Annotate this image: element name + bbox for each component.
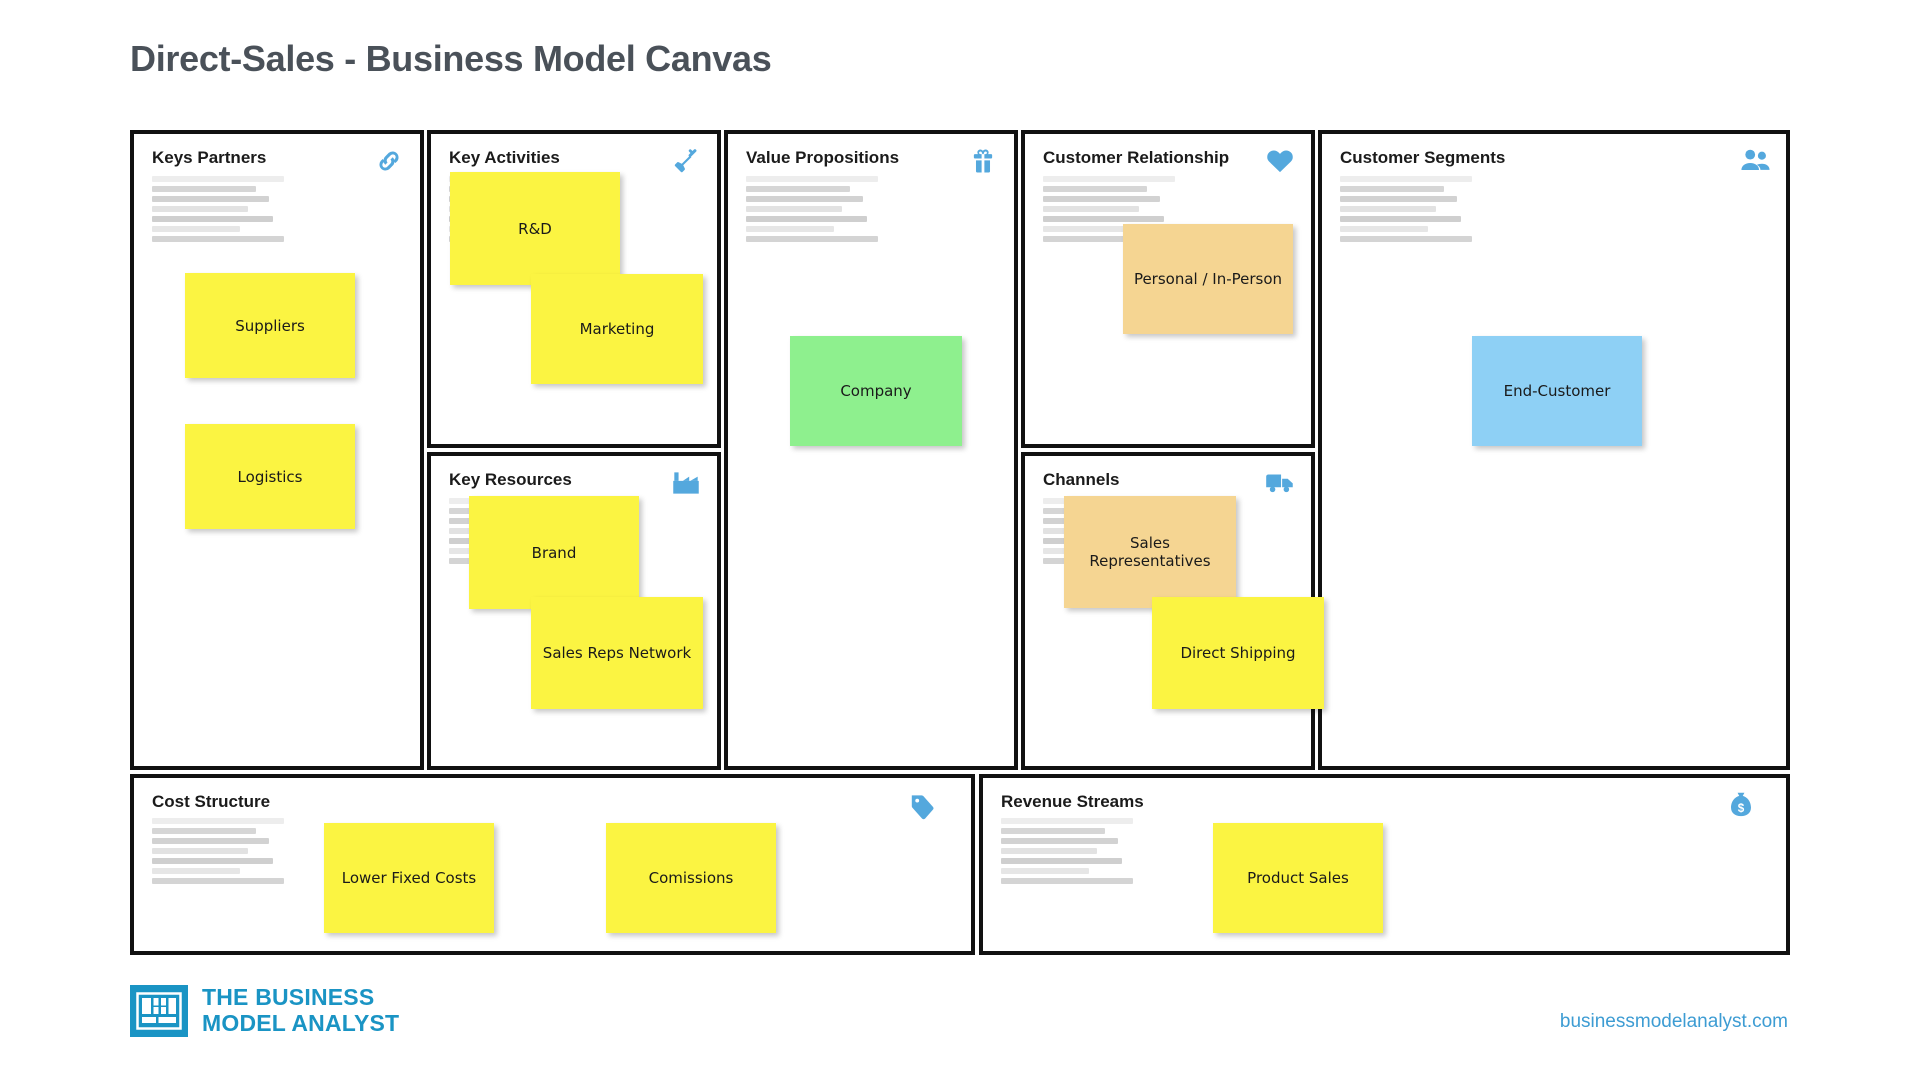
block-key-resources[interactable]: Key Resources Brand Sales Reps Network — [427, 452, 721, 770]
note-label: Company — [840, 382, 912, 400]
block-channels[interactable]: Channels Sales Representatives Direct Sh… — [1021, 452, 1324, 770]
block-title-channels: Channels — [1043, 470, 1120, 489]
block-title-value-propositions: Value Propositions — [746, 148, 900, 167]
svg-text:$: $ — [1738, 802, 1745, 815]
placeholder-lines-cost-structure — [152, 818, 284, 888]
note-label: Personal / In-Person — [1133, 270, 1283, 288]
note-sales-representatives[interactable]: Sales Representatives — [1064, 496, 1236, 608]
block-title-customer-segments: Customer Segments — [1340, 148, 1506, 167]
block-title-cost-structure: Cost Structure — [152, 792, 271, 811]
block-key-partners[interactable]: Keys Partners Suppliers Logistics — [130, 130, 424, 770]
placeholder-lines-value-propositions — [746, 176, 878, 246]
placeholder-lines-customer-segments — [1340, 176, 1472, 246]
note-direct-shipping[interactable]: Direct Shipping — [1152, 597, 1324, 709]
block-key-activities[interactable]: Key Activities R&D Marketing — [427, 130, 721, 448]
note-label: Sales Reps Network — [542, 644, 692, 662]
note-comissions[interactable]: Comissions — [606, 823, 776, 933]
note-label: Direct Shipping — [1180, 644, 1296, 662]
note-marketing[interactable]: Marketing — [531, 274, 703, 384]
note-sales-reps-network[interactable]: Sales Reps Network — [531, 597, 703, 709]
block-title-customer-relationship: Customer Relationship — [1043, 148, 1230, 167]
block-cost-structure[interactable]: Cost Structure Lower Fixed Costs Comissi… — [130, 774, 975, 955]
note-product-sales[interactable]: Product Sales — [1213, 823, 1383, 933]
note-suppliers[interactable]: Suppliers — [185, 273, 355, 378]
note-personal-in-person[interactable]: Personal / In-Person — [1123, 224, 1293, 334]
brand-logo-text: THE BUSINESS MODEL ANALYST — [202, 984, 400, 1037]
block-title-revenue-streams: Revenue Streams — [1001, 792, 1144, 811]
placeholder-lines-key-partners — [152, 176, 284, 246]
brand-logo: THE BUSINESS MODEL ANALYST — [130, 984, 400, 1037]
note-end-customer[interactable]: End-Customer — [1472, 336, 1642, 446]
brand-logo-line1: THE BUSINESS — [202, 984, 375, 1011]
placeholder-lines-revenue-streams — [1001, 818, 1133, 888]
delivery-truck-icon — [1263, 466, 1297, 500]
factory-icon — [669, 466, 703, 500]
note-lower-fixed-costs[interactable]: Lower Fixed Costs — [324, 823, 494, 933]
block-title-key-partners: Keys Partners — [152, 148, 267, 167]
page-title: Direct-Sales - Business Model Canvas — [130, 38, 772, 79]
block-revenue-streams[interactable]: Revenue Streams $ Product Sales — [979, 774, 1790, 955]
shovel-icon — [669, 144, 703, 178]
block-customer-segments[interactable]: Customer Segments End-Customer — [1318, 130, 1790, 770]
users-icon — [1738, 144, 1772, 178]
block-title-key-activities: Key Activities — [449, 148, 560, 167]
note-label: Marketing — [579, 320, 655, 338]
heart-icon — [1263, 144, 1297, 178]
note-brand[interactable]: Brand — [469, 496, 639, 609]
price-tag-icon — [905, 790, 939, 824]
note-label: Sales Representatives — [1089, 534, 1211, 570]
note-label: Comissions — [648, 869, 734, 887]
note-rnd[interactable]: R&D — [450, 172, 620, 285]
canvas-grid-logo-icon — [130, 985, 188, 1037]
note-label: Suppliers — [235, 316, 305, 335]
placeholder-lines-customer-relationship — [1043, 176, 1175, 246]
note-label: Product Sales — [1247, 869, 1349, 887]
gift-icon — [966, 144, 1000, 178]
block-customer-relationship[interactable]: Customer Relationship Personal / In-Pers… — [1021, 130, 1315, 448]
note-company[interactable]: Company — [790, 336, 962, 446]
brand-logo-line2: MODEL ANALYST — [202, 1010, 400, 1036]
business-model-canvas: Keys Partners Suppliers Logistics Key Ac… — [130, 130, 1790, 955]
chain-link-icon — [372, 144, 406, 178]
note-label: R&D — [518, 219, 552, 238]
block-title-key-resources: Key Resources — [449, 470, 572, 489]
website-url-link[interactable]: businessmodelanalyst.com — [1559, 1011, 1788, 1032]
block-value-propositions[interactable]: Value Propositions Company — [724, 130, 1018, 770]
money-bag-icon: $ — [1724, 788, 1758, 822]
note-label: Brand — [531, 543, 577, 562]
note-logistics[interactable]: Logistics — [185, 424, 355, 529]
note-label: End-Customer — [1503, 382, 1611, 400]
note-label: Lower Fixed Costs — [341, 869, 477, 887]
note-label: Logistics — [237, 467, 303, 486]
